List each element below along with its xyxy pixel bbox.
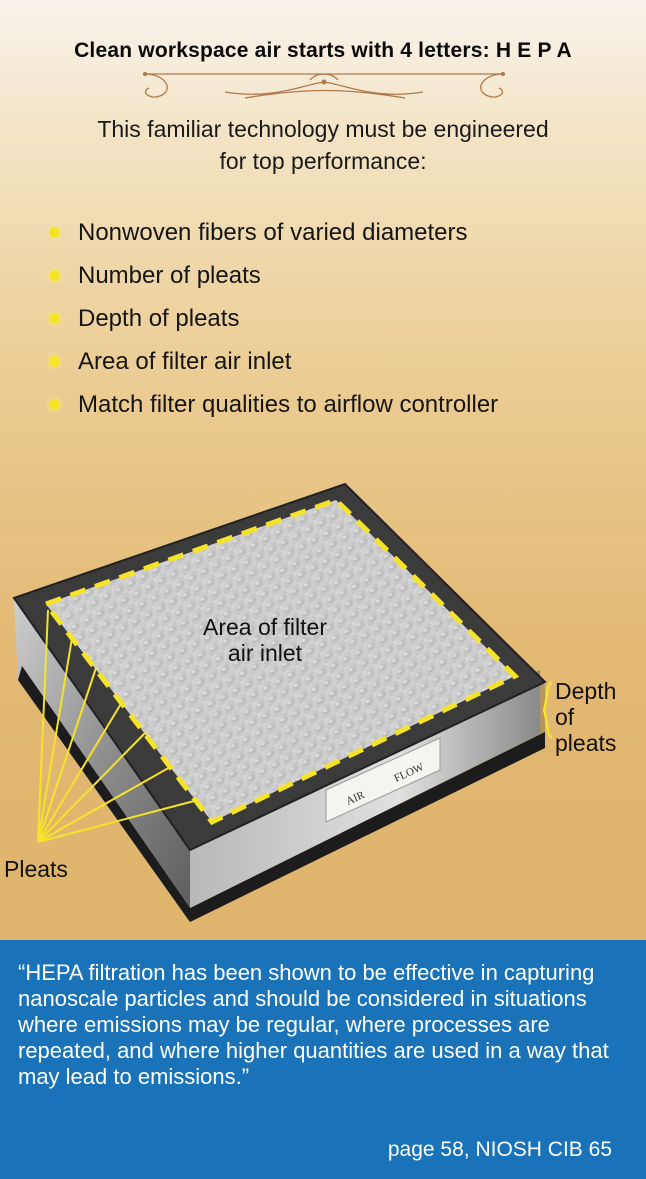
list-item: Number of pleats — [40, 258, 498, 301]
bullet-dot-icon — [49, 356, 60, 367]
depth-label-line-2: of — [555, 704, 575, 730]
filter-sticker — [325, 737, 441, 823]
feature-list: Nonwoven fibers of varied diameters Numb… — [40, 215, 498, 430]
list-item-text: Number of pleats — [78, 262, 261, 289]
list-item-text: Nonwoven fibers of varied diameters — [78, 219, 468, 246]
depth-label-line-3: pleats — [555, 730, 617, 756]
subtitle-line-2: for top performance: — [219, 148, 427, 174]
quote-citation: page 58, NIOSH CIB 65 — [387, 1138, 612, 1161]
air-inlet-outline — [41, 497, 520, 826]
page-title: Clean workspace air starts with 4 letter… — [74, 39, 572, 62]
bullet-dot-icon — [49, 270, 60, 281]
depth-of-pleats-label: Depth of pleats — [555, 678, 645, 756]
filter-bottom-edge — [18, 666, 545, 922]
area-of-inlet-label: Area of filter air inlet — [175, 614, 355, 666]
list-item: Nonwoven fibers of varied diameters — [40, 215, 498, 258]
list-item: Area of filter air inlet — [40, 344, 498, 387]
media-shading — [46, 500, 515, 822]
filter-media — [46, 500, 515, 822]
decorative-flourish — [143, 72, 505, 99]
list-item-text: Depth of pleats — [78, 305, 240, 332]
quote-panel: “HEPA filtration has been shown to be ef… — [0, 940, 646, 1179]
depth-bracket — [542, 680, 553, 740]
bullet-dot-icon — [49, 399, 60, 410]
area-label-line-2: air inlet — [227, 640, 303, 666]
bullet-dot-icon — [49, 227, 60, 238]
pleat-leader-lines — [37, 609, 199, 843]
area-label-line-1: Area of filter — [203, 614, 327, 640]
filter-left-side — [14, 598, 190, 922]
pleats-label: Pleats — [4, 856, 68, 882]
list-item: Depth of pleats — [40, 301, 498, 344]
depth-label-line-1: Depth — [555, 678, 617, 704]
page-subtitle: This familiar technology must be enginee… — [0, 113, 646, 177]
list-item-text: Match filter qualities to airflow contro… — [78, 391, 499, 418]
subtitle-line-1: This familiar technology must be enginee… — [97, 116, 549, 142]
niosh-quote: “HEPA filtration has been shown to be ef… — [18, 960, 609, 1089]
list-item-text: Area of filter air inlet — [78, 348, 292, 375]
list-item: Match filter qualities to airflow contro… — [40, 387, 498, 430]
bullet-dot-icon — [49, 313, 60, 324]
hepa-filter-illustration: AIR FLOW — [12, 482, 553, 922]
